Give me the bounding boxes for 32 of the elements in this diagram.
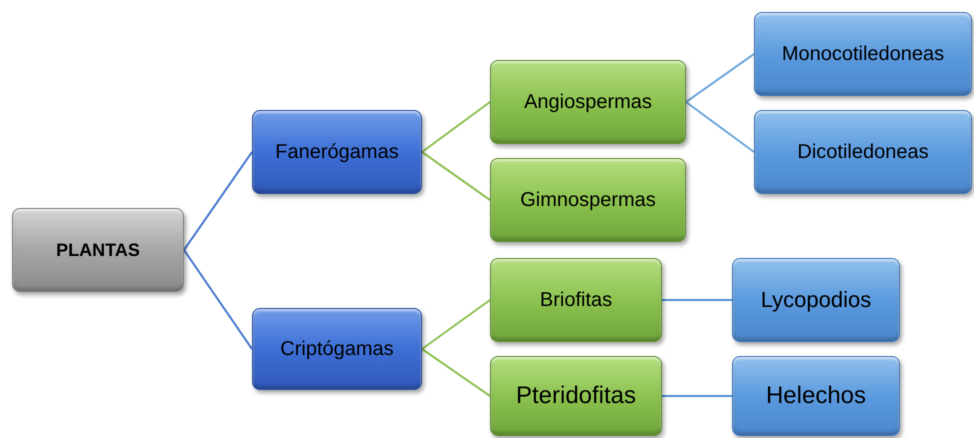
box-label: Dicotiledoneas [797,140,929,164]
box-label: PLANTAS [56,238,140,262]
rounded-box [252,308,422,390]
rounded-box [754,110,972,194]
box-label: Angiospermas [524,90,652,114]
rounded-box [490,258,662,342]
connector-line [662,395,732,397]
rounded-box [732,356,900,436]
rounded-box [754,12,972,96]
box-label: Fanerógamas [275,140,399,164]
box-label: Helechos [766,381,866,411]
box-label: Briofitas [540,288,612,312]
rounded-box [490,60,686,144]
box-label: Pteridofitas [516,381,636,411]
connector-line [183,151,253,251]
connector-line [421,348,491,397]
box-label: Lycopodios [760,286,872,314]
rounded-box [12,208,184,292]
rounded-box [252,110,422,194]
rounded-box [490,158,686,242]
connector-line [421,299,491,350]
connector-line [421,151,491,201]
box-label: Gimnospermas [520,188,656,212]
rounded-box [490,356,662,436]
rounded-box [732,258,900,342]
connector-line [685,53,755,103]
box-label: Monocotiledoneas [782,42,944,66]
box-label: Criptógamas [280,336,394,362]
connector-line [662,299,732,301]
connector-line [421,101,491,153]
connector-line [685,101,755,153]
connector-line [183,249,253,350]
